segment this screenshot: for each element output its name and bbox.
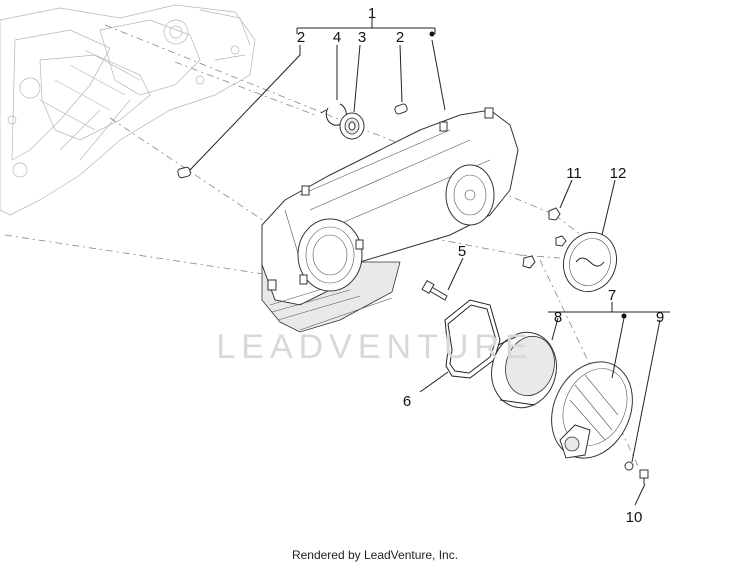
nut-middle [555,235,567,247]
washer [624,461,634,471]
transmission-cover [261,107,519,333]
callout-5: 5 [458,243,466,260]
circlip [320,103,347,126]
watermark: LEADVENTURE [216,328,533,366]
dowel-pin-left [177,166,191,179]
nut-upper [548,207,561,221]
air-intake-cover [551,361,633,459]
callout-12: 12 [610,165,627,182]
screw-bolt [421,279,448,301]
bearing [339,112,365,140]
screw-small [639,469,649,484]
nut-lower [522,255,536,269]
footer-credit: Rendered by LeadVenture, Inc. [292,548,458,562]
vespa-emblem [563,231,617,293]
callout-9: 9 [656,309,664,326]
callout-8: 8 [554,309,562,326]
engine-crankcase [0,4,256,216]
callout-11: 11 [566,165,582,182]
dowel-pin-right [394,103,408,115]
callout-2-right: 2 [396,29,404,46]
gasket [444,299,501,379]
callout-6: 6 [403,393,411,410]
callout-2-left: 2 [297,29,305,46]
callout-4: 4 [333,29,341,46]
callout-10: 10 [626,509,643,526]
callout-7: 7 [608,287,616,304]
callout-3: 3 [358,29,366,46]
leader-lines [189,18,670,506]
callout-1: 1 [368,5,376,22]
intake-sleeve [491,331,557,409]
